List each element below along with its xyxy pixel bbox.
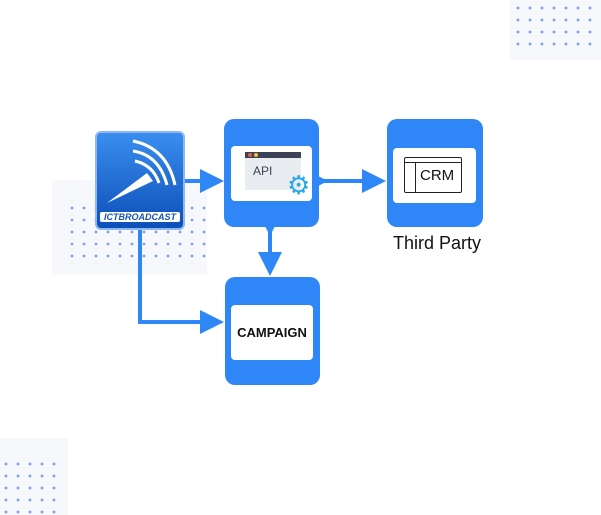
crm-label: CRM [420, 167, 455, 184]
browser-window-icon: API [245, 152, 301, 190]
api-label: API [253, 164, 273, 178]
ictbroadcast-logo: ICTBROADCAST [95, 131, 185, 230]
crm-node: CRM [387, 119, 483, 227]
api-card: API ⚙ [231, 146, 312, 201]
campaign-label: CAMPAIGN [237, 325, 307, 340]
dot-pattern-top-right [512, 2, 596, 52]
api-node: API ⚙ [224, 119, 319, 227]
gear-icon: ⚙ [287, 170, 311, 200]
arrow-logo-to-campaign [138, 230, 224, 334]
campaign-card: CAMPAIGN [231, 305, 313, 360]
crm-window-icon: CRM [404, 157, 462, 193]
campaign-node: CAMPAIGN [225, 277, 320, 385]
crm-card: CRM [393, 148, 476, 203]
third-party-label: Third Party [392, 233, 482, 253]
dot-pattern-bottom-left [0, 458, 60, 515]
satellite-signal-icon [107, 139, 177, 203]
logo-text: ICTBROADCAST [100, 212, 180, 222]
